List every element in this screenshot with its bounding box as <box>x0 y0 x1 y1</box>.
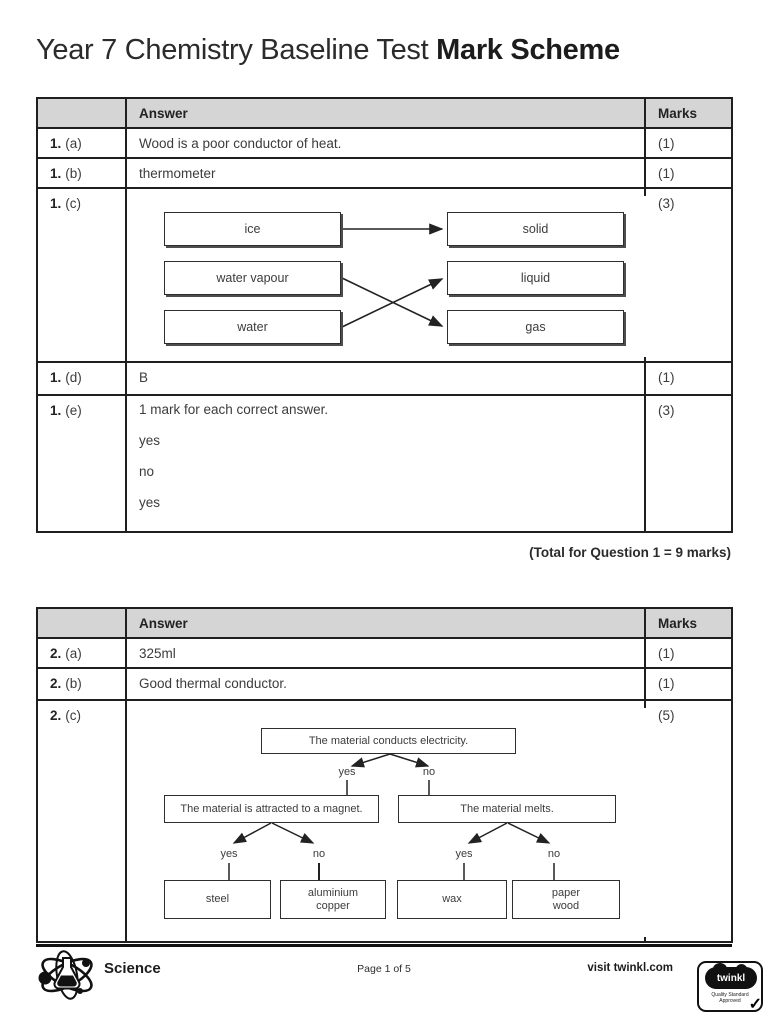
marks-cell: (1) <box>644 127 733 159</box>
flow-label-yes: yes <box>338 766 356 778</box>
twinkl-quality-badge: twinkl Quality Standard Approved ✓ <box>697 961 763 1013</box>
question-label: 2.(b) <box>36 667 127 701</box>
question-label: 1.(c) <box>36 187 127 363</box>
marks-cell: (1) <box>644 361 733 396</box>
question-label: 1.(e) <box>36 394 127 533</box>
checkmark-icon: ✓ <box>748 996 762 1013</box>
flow-label-no: no <box>422 766 436 778</box>
flow-label-no: no <box>312 848 326 860</box>
header-blank-cell <box>36 97 127 129</box>
marks-cell: (1) <box>644 667 733 701</box>
answer-cell: thermometer <box>125 157 646 189</box>
answer-cell: Wood is a poor conductor of heat. <box>125 127 646 159</box>
flow-box-melts: The material melts. <box>398 795 616 823</box>
flow-box-paper-wood: paper wood <box>512 880 620 919</box>
question-label: 2.(a) <box>36 637 127 669</box>
science-atom-icon <box>38 950 93 1000</box>
flow-box-line: copper <box>316 899 350 912</box>
match-box-liquid: liquid <box>447 261 624 295</box>
flow-box-wax: wax <box>397 880 507 919</box>
twinkl-logo-cloud: twinkl <box>705 963 757 989</box>
answer-cell: B <box>125 361 646 396</box>
table-row: 1.(b) thermometer (1) <box>36 157 733 189</box>
table-row: 2.(c) <box>36 699 733 943</box>
header-marks-cell: Marks <box>644 607 733 639</box>
marks-cell: (3) <box>644 187 733 363</box>
flow-label-yes: yes <box>455 848 473 860</box>
table-row: 1.(a) Wood is a poor conductor of heat. … <box>36 127 733 159</box>
flowchart-cell: The material conducts electricity. yes n… <box>125 699 654 943</box>
answer-cell: 1 mark for each correct answer. yes no y… <box>125 394 646 533</box>
title-regular: Year 7 Chemistry Baseline Test <box>36 34 429 66</box>
table-row: 1.(d) B (1) <box>36 361 733 396</box>
answer-line: yes <box>139 495 161 510</box>
marks-cell: (1) <box>644 637 733 669</box>
flow-box-line: wood <box>552 899 580 912</box>
question2-table: Answer Marks 2.(a) 325ml (1) 2.(b) Good … <box>36 607 733 943</box>
header-answer-cell: Answer <box>125 97 646 129</box>
matching-diagram: ice water vapour water solid liquid gas <box>139 196 654 357</box>
flow-box-line: paper <box>551 886 581 899</box>
match-box-water-vapour: water vapour <box>164 261 341 295</box>
header-marks-cell: Marks <box>644 97 733 129</box>
answer-line: yes <box>139 433 161 448</box>
flowchart-lines <box>228 753 555 880</box>
twinkl-brand-text: twinkl <box>716 972 746 984</box>
flow-box-aluminium-copper: aluminium copper <box>280 880 386 919</box>
table-row: 1.(c) ice water vapour <box>36 187 733 363</box>
question1-table: Answer Marks 1.(a) Wood is a poor conduc… <box>36 97 733 533</box>
table-row: 2.(a) 325ml (1) <box>36 637 733 669</box>
table-header-row: Answer Marks <box>36 607 733 639</box>
flow-box-steel: steel <box>164 880 271 919</box>
match-box-gas: gas <box>447 310 624 344</box>
visit-link[interactable]: visit twinkl.com <box>587 962 673 974</box>
table-row: 1.(e) 1 mark for each correct answer. ye… <box>36 394 733 533</box>
flow-box-magnet: The material is attracted to a magnet. <box>164 795 379 823</box>
marks-cell: (1) <box>644 157 733 189</box>
match-box-ice: ice <box>164 212 341 246</box>
page-title: Year 7 Chemistry Baseline Test Mark Sche… <box>36 34 620 67</box>
question-label: 1.(d) <box>36 361 127 396</box>
table-header-row: Answer Marks <box>36 97 733 129</box>
footer-divider <box>36 944 732 947</box>
flow-box-conducts: The material conducts electricity. <box>261 728 516 754</box>
answer-line: no <box>139 464 155 479</box>
table-row: 2.(b) Good thermal conductor. (1) <box>36 667 733 701</box>
page-number: Page 1 of 5 <box>357 963 411 975</box>
question-label: 1.(b) <box>36 157 127 189</box>
flow-box-line: aluminium <box>307 886 359 899</box>
header-answer-cell: Answer <box>125 607 646 639</box>
question-label: 2.(c) <box>36 699 127 943</box>
matching-diagram-cell: ice water vapour water solid liquid gas <box>125 187 654 363</box>
answer-cell: 325ml <box>125 637 646 669</box>
flow-label-no: no <box>547 848 561 860</box>
footer-subject-label: Science <box>104 960 161 977</box>
match-box-solid: solid <box>447 212 624 246</box>
matching-arrows <box>341 223 444 328</box>
question1-total: (Total for Question 1 = 9 marks) <box>529 545 731 560</box>
title-bold: Mark Scheme <box>436 34 620 66</box>
match-box-water: water <box>164 310 341 344</box>
answer-cell: Good thermal conductor. <box>125 667 646 701</box>
marks-cell: (3) <box>644 394 733 533</box>
header-blank-cell <box>36 607 127 639</box>
marks-cell: (5) <box>644 699 733 943</box>
question-label: 1.(a) <box>36 127 127 159</box>
flowchart-diagram: The material conducts electricity. yes n… <box>139 708 654 937</box>
badge-caption: Quality Standard Approved <box>711 992 749 1004</box>
flow-label-yes: yes <box>220 848 238 860</box>
answer-line: 1 mark for each correct answer. <box>139 402 329 417</box>
